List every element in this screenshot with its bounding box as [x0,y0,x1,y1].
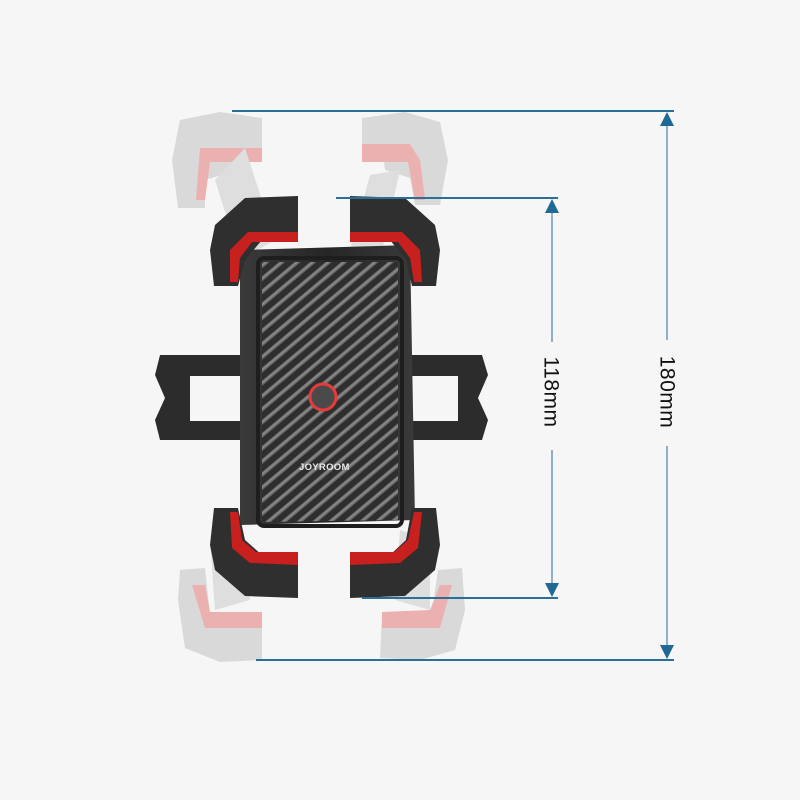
outer-arrow-up-icon [660,112,674,126]
bottom-arms [210,508,440,598]
top-arms [210,196,440,286]
inner-arrow-up-icon [545,199,559,213]
inner-arrow-down-icon [545,583,559,597]
inner-dimension-line-upper [551,211,553,342]
outer-arrow-down-icon [660,645,674,659]
outer-dimension-bottom-line [256,659,674,661]
inner-dimension-bottom-line [362,597,558,599]
brand-logo: JOYROOM [299,462,350,473]
inner-dimension-top-line [336,197,558,199]
inner-dimension-line-lower [551,450,553,584]
inner-dimension-label: 118mm [539,356,563,428]
outer-dimension-top-line [232,110,674,112]
outer-dimension-line-lower [666,446,668,646]
release-button [308,382,338,412]
side-clamps [155,355,488,440]
outer-dimension-line-upper [666,124,668,340]
outer-dimension-label: 180mm [655,355,679,429]
